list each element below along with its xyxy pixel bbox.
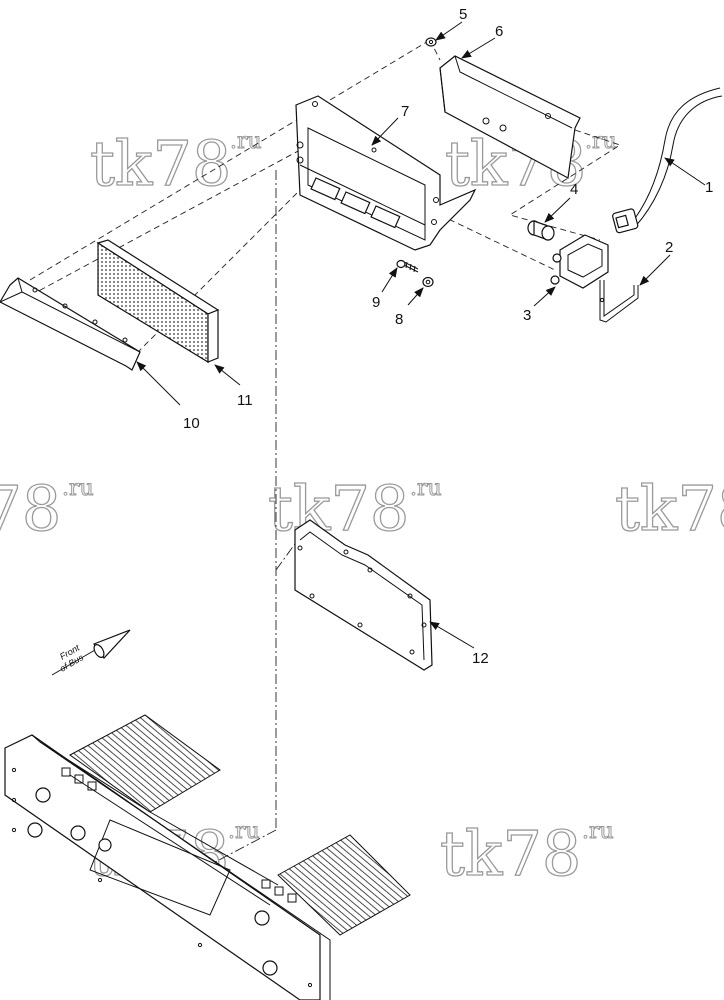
callout-10: 10 xyxy=(183,415,200,432)
callout-3: 3 xyxy=(523,307,531,324)
part-3-switch-module xyxy=(550,234,609,289)
svg-text:tk78: tk78 xyxy=(440,817,581,890)
svg-text:.ru: .ru xyxy=(585,129,617,154)
part-7-enclosure-frame xyxy=(295,95,477,251)
callout-labels: 1 2 3 4 5 6 7 8 9 10 11 12 xyxy=(183,6,713,667)
heater-coil-assembly xyxy=(4,714,411,1000)
callout-leaders xyxy=(136,21,706,649)
part-11-air-filter xyxy=(96,239,220,364)
watermark-mid-right: tk78 xyxy=(614,471,724,545)
callout-8: 8 xyxy=(395,311,403,328)
part-5-nut xyxy=(425,37,437,47)
svg-text:.ru: .ru xyxy=(582,819,614,844)
svg-text:tk78: tk78 xyxy=(90,127,231,200)
svg-text:.ru: .ru xyxy=(62,476,94,501)
callout-1: 1 xyxy=(705,179,713,196)
front-of-bus-indicator: Front of Bus xyxy=(51,629,131,676)
watermark-bottom-right: tk78 .ru xyxy=(439,816,614,890)
part-2-retaining-clip xyxy=(599,280,639,323)
watermark-mid-left: tk78 .ru xyxy=(0,471,94,545)
part-1-wire-harness xyxy=(612,87,723,234)
svg-text:.ru: .ru xyxy=(410,476,442,501)
part-9-screw xyxy=(396,259,419,273)
callout-9: 9 xyxy=(372,294,380,311)
part-12-access-cover xyxy=(294,519,433,671)
callout-12: 12 xyxy=(472,650,489,667)
svg-text:.ru: .ru xyxy=(228,819,260,844)
callout-11: 11 xyxy=(237,392,253,409)
svg-text:tk78: tk78 xyxy=(268,472,409,545)
callout-6: 6 xyxy=(495,23,503,40)
part-10-filter-rail xyxy=(0,277,141,371)
callout-5: 5 xyxy=(459,6,467,23)
part-8-washer xyxy=(422,276,434,288)
watermark-top-left: tk78 .ru xyxy=(89,126,262,200)
watermark-mid-center: tk78 .ru xyxy=(267,471,442,545)
callout-7: 7 xyxy=(401,103,409,120)
part-6-bracket-plate xyxy=(439,55,581,179)
svg-text:tk78: tk78 xyxy=(615,472,724,545)
callout-2: 2 xyxy=(665,239,673,256)
callout-4: 4 xyxy=(570,181,578,198)
part-4-capacitor xyxy=(527,220,555,241)
svg-text:tk78: tk78 xyxy=(0,472,61,545)
